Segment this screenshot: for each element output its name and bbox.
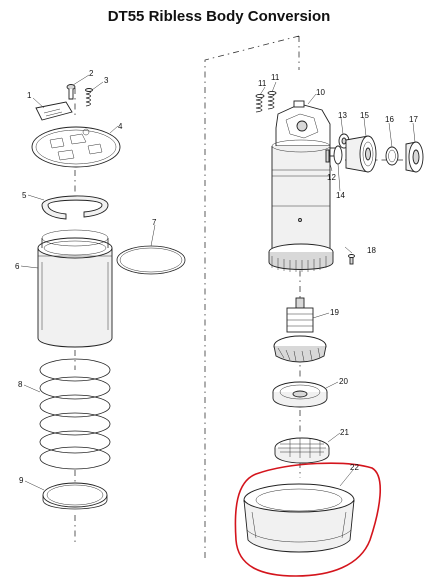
part-16-washer [388,149,396,163]
leader-lines [20,74,416,491]
part-5-retaining-ring [41,195,109,220]
part-19-impeller-assembly [273,297,327,363]
callout-12: 12 [327,173,336,182]
part-20-diffuser-plate [272,381,328,408]
callout-5: 5 [22,191,27,200]
callout-19: 19 [330,308,339,317]
callout-22: 22 [350,463,359,472]
callout-11a: 11 [258,79,267,88]
part-11-spring [255,93,265,113]
callout-15: 15 [360,111,369,120]
assembly-axis-line [204,35,300,560]
part-18-screw [348,254,355,265]
callout-13: 13 [338,111,347,120]
part-9-seal-ring [46,484,104,506]
callout-1: 1 [27,91,32,100]
callout-11b: 11 [271,73,280,82]
page-title: DT55 Ribless Body Conversion [107,8,331,25]
part-6-cylinder-body [37,229,113,348]
part-21-strainer-screen [274,437,330,464]
highlight-outline [234,462,382,577]
callout-14: 14 [336,191,345,200]
part-12-screw [325,149,330,163]
callout-21: 21 [340,428,349,437]
callout-18: 18 [367,246,376,255]
callout-20: 20 [339,377,348,386]
part-7-o-ring [119,247,183,273]
part-8-coil-spring [39,358,111,470]
part-4-top-cover-disc [31,126,121,168]
callout-9: 9 [19,476,24,485]
callout-2: 2 [89,69,94,78]
part-9-seal-ring [42,482,108,508]
part-10-pump-body [268,100,339,272]
callout-3: 3 [104,76,109,85]
part-17-cap [405,141,424,173]
callout-6: 6 [15,262,20,271]
leader-line [344,246,353,254]
part-16-washer [385,146,399,166]
callout-17: 17 [409,115,418,124]
callout-8: 8 [18,380,23,389]
part-7-o-ring [116,245,186,275]
part-1-label-plate [35,101,73,121]
part-2-screw [66,84,76,100]
part-3-spring [85,88,93,107]
part-15-nozzle [345,135,377,173]
part-22-base-adapter-ring [243,483,355,553]
callout-16: 16 [385,115,394,124]
part-14-o-ring [333,145,343,165]
callout-4: 4 [118,122,123,131]
callout-7: 7 [152,218,157,227]
callout-10: 10 [316,88,325,97]
part-9-seal-ring [42,495,108,510]
part-11-spring [267,90,277,110]
